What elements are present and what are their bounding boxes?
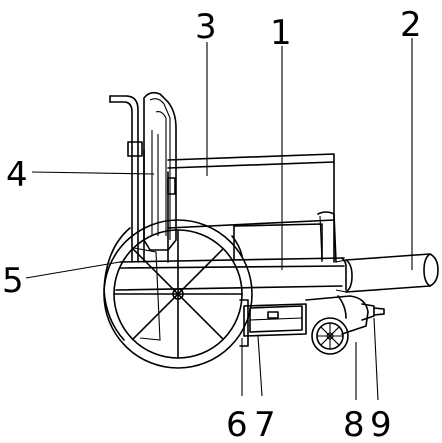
rear-wheel (103, 219, 253, 369)
callout-6: 6 (226, 405, 248, 443)
spoke (131, 247, 225, 341)
callout-4: 4 (6, 155, 28, 195)
callout-5: 5 (2, 261, 24, 301)
callouts: 1 2 3 4 5 6 7 8 9 (2, 5, 422, 443)
backrest-frame (109, 91, 177, 263)
armrest-box (167, 153, 337, 263)
cylinder (335, 253, 439, 293)
spoke (320, 326, 340, 346)
callout-9: 9 (370, 405, 392, 443)
motor-assembly (305, 295, 385, 355)
callout-3: 3 (195, 7, 217, 47)
small-wheel-spokes (317, 323, 343, 349)
callout-1: 1 (270, 13, 292, 53)
leader-lines (25, 38, 413, 401)
lower-drawer (239, 299, 307, 347)
callout-2: 2 (400, 5, 422, 45)
callout-7: 7 (254, 405, 276, 443)
wheel-spokes (113, 229, 243, 359)
callout-8: 8 (343, 405, 365, 443)
